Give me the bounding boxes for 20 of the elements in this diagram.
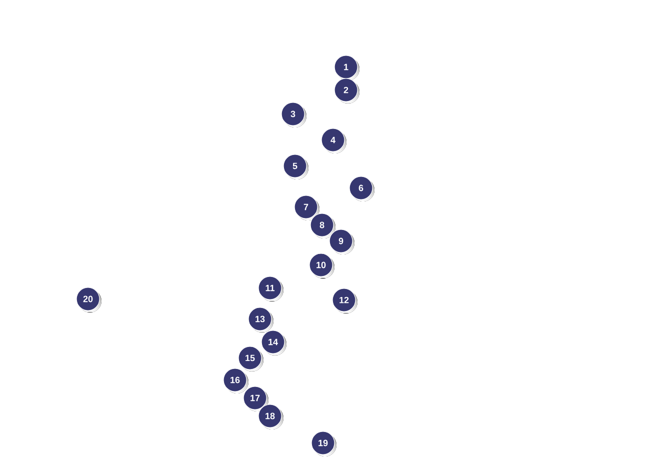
callout-number: 13 <box>248 307 274 332</box>
callout-number: 4 <box>321 128 346 154</box>
callout-number: 17 <box>243 386 268 412</box>
callout-number: 3 <box>281 102 306 128</box>
callout-number: 14 <box>261 330 286 356</box>
callout-number: 1 <box>334 55 360 80</box>
callout-number: 10 <box>309 253 334 278</box>
callout-number: 11 <box>258 276 284 302</box>
callout-number: 2 <box>334 78 360 104</box>
callout-number: 9 <box>329 229 354 254</box>
callout-number: 7 <box>294 195 320 220</box>
callout-number: 6 <box>349 176 374 202</box>
callout-number: 12 <box>332 288 358 314</box>
callout-number: 16 <box>223 368 248 394</box>
callout-number: 20 <box>76 287 102 312</box>
callout-number: 5 <box>283 154 308 180</box>
callout-number: 18 <box>258 404 284 430</box>
callout-number: 8 <box>310 213 336 238</box>
callout-number: 19 <box>311 431 336 456</box>
callout-number: 15 <box>238 346 264 372</box>
